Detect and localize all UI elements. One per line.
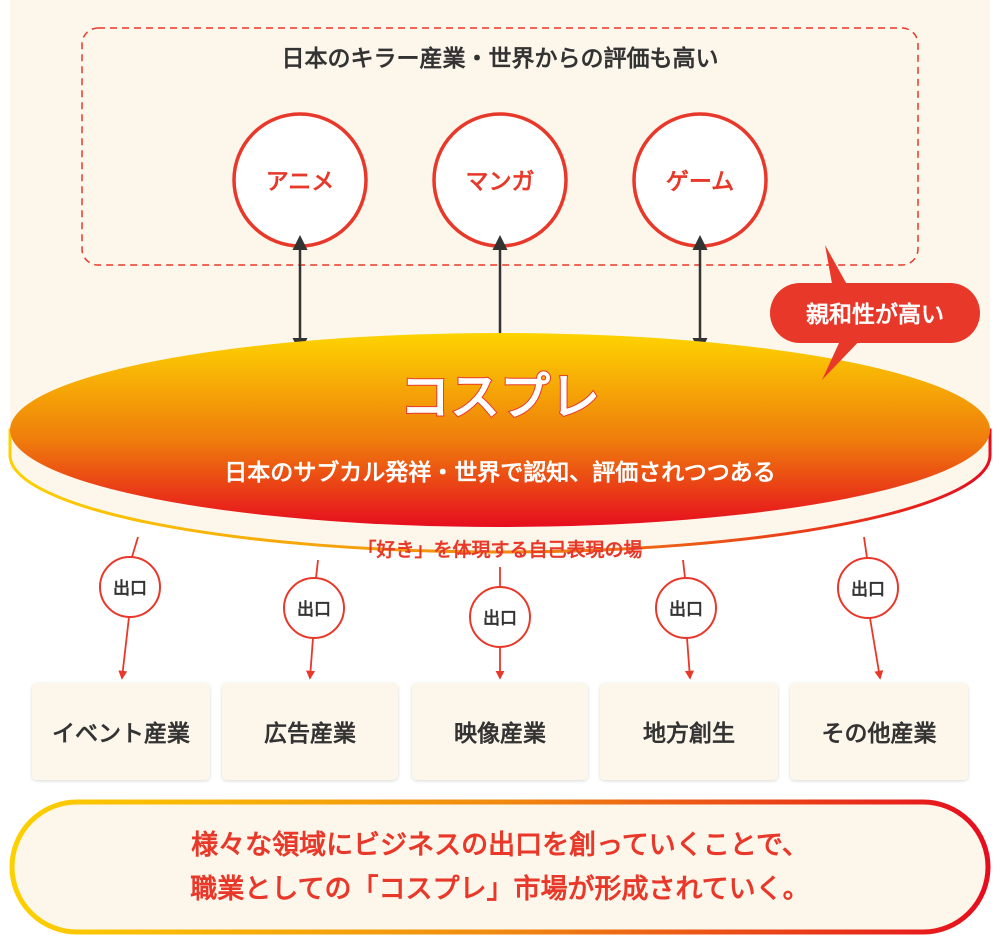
conclusion-box <box>9 799 991 935</box>
category-game: ゲーム <box>632 112 768 248</box>
svg-text:広告産業: 広告産業 <box>264 720 357 747</box>
exit-node: 出口 <box>283 577 345 639</box>
exit-node: 出口 <box>99 556 161 618</box>
core-subtitle: 日本のサブカル発祥・世界で認知、評価されつつある <box>224 459 776 486</box>
svg-text:親和性が高い: 親和性が高い <box>806 301 944 328</box>
conclusion-line2: 職業としての「コスプレ」市場が形成されていく。 <box>190 873 809 905</box>
svg-text:出口: 出口 <box>669 599 703 620</box>
exit-node: 出口 <box>655 577 717 639</box>
svg-text:映像産業: 映像産業 <box>454 720 547 747</box>
conclusion-line1: 様々な領域にビジネスの出口を創っていくことで、 <box>191 829 809 861</box>
category-label: ゲーム <box>666 169 734 195</box>
svg-text:イベント産業: イベント産業 <box>52 720 191 747</box>
svg-text:出口: 出口 <box>483 608 517 629</box>
category-label: アニメ <box>266 169 335 195</box>
affinity-bubble: 親和性が高い <box>770 245 980 380</box>
industry-box-other: その他産業 <box>790 683 968 780</box>
svg-text:出口: 出口 <box>851 579 885 600</box>
industry-box-regional: 地方創生 <box>600 683 778 780</box>
industry-box-event: イベント産業 <box>32 683 210 780</box>
svg-text:その他産業: その他産業 <box>822 720 938 747</box>
category-anime: アニメ <box>232 112 368 248</box>
core-title: コスプレ <box>400 368 600 426</box>
exit-node: 出口 <box>469 586 531 648</box>
killer-industries-group <box>81 27 919 266</box>
svg-text:出口: 出口 <box>113 578 147 599</box>
category-manga: マンガ <box>432 112 568 248</box>
group-title: 日本のキラー産業・世界からの評価も高い <box>282 45 719 72</box>
exit-node: 出口 <box>837 557 899 619</box>
svg-text:出口: 出口 <box>297 599 331 620</box>
cosplay-disk <box>10 333 990 527</box>
industry-box-video: 映像産業 <box>412 683 588 780</box>
category-label: マンガ <box>466 169 535 195</box>
rim-text: 「好き」を体現する自己表現の場 <box>357 538 642 561</box>
industry-box-advertising: 広告産業 <box>222 683 398 780</box>
svg-text:地方創生: 地方創生 <box>643 720 735 747</box>
